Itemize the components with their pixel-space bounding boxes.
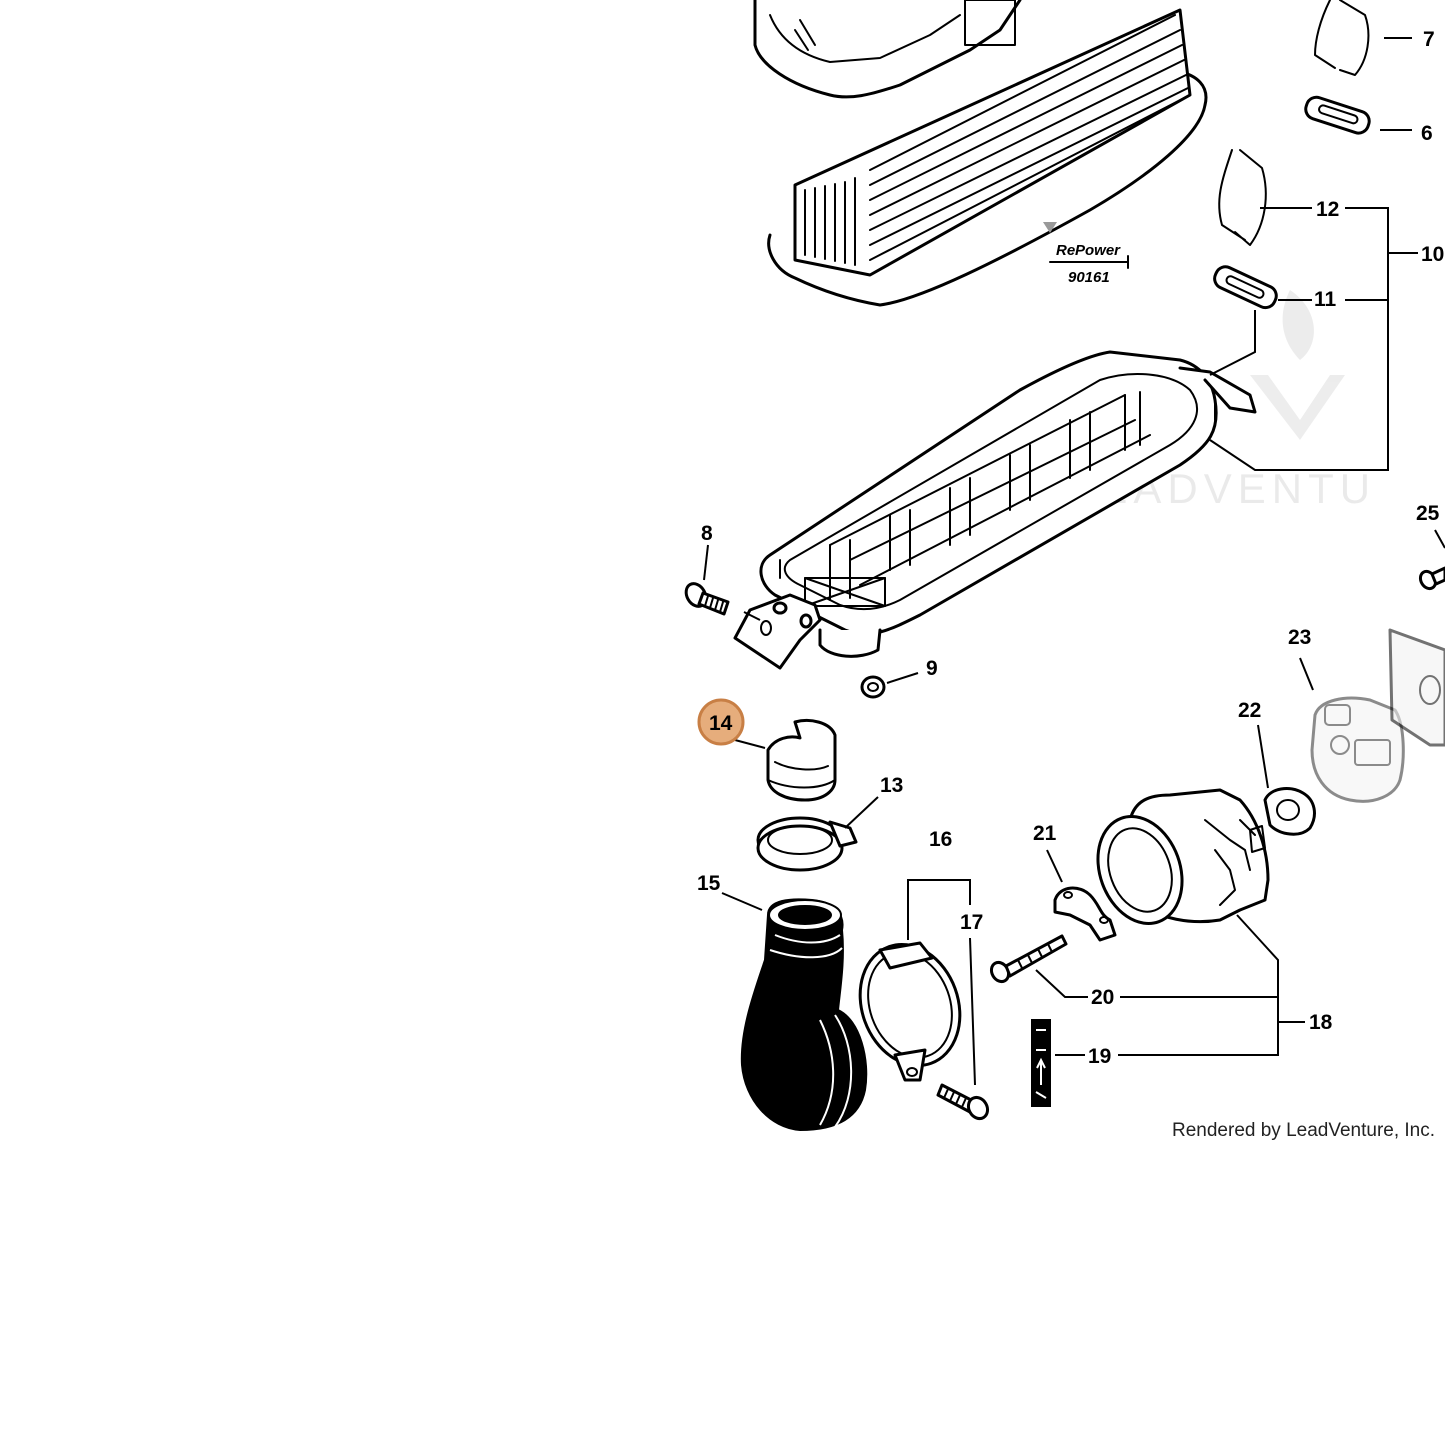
- callout-7[interactable]: 7: [1423, 28, 1435, 51]
- part-17-screw: [936, 1083, 990, 1121]
- callout-16[interactable]: 16: [929, 828, 952, 851]
- leadventure-watermark-logo: [1250, 290, 1345, 440]
- part-22-gasket: [1263, 787, 1316, 836]
- filter-brand-prefix: Re: [1056, 242, 1075, 259]
- part-24-plate: [1388, 628, 1445, 747]
- filter-part-number: 90161: [1068, 269, 1110, 286]
- callout-15[interactable]: 15: [697, 872, 721, 895]
- callout-labels: 7 6 12 10 11 25 8 23 9 22 14 13 21 16 15…: [697, 28, 1444, 1068]
- part-11-grommet: [1213, 265, 1278, 310]
- filter-brand-name: Power: [1075, 242, 1121, 259]
- air-filter-element: Re Power 90161: [767, 8, 1208, 307]
- part-19-decal: [1031, 1019, 1051, 1107]
- air-filter-cover: [753, 0, 1022, 99]
- air-filter-base: [733, 350, 1257, 670]
- callout-6[interactable]: 6: [1421, 122, 1433, 145]
- callout-9[interactable]: 9: [926, 657, 938, 680]
- callout-17[interactable]: 17: [960, 911, 983, 934]
- part-6-grommet: [1304, 95, 1371, 135]
- callout-21[interactable]: 21: [1033, 822, 1057, 845]
- callout-13[interactable]: 13: [880, 774, 903, 797]
- part-14-ring: [766, 719, 837, 802]
- part-15-intake-boot: [740, 898, 868, 1132]
- callout-14[interactable]: 14: [709, 712, 733, 735]
- leader-lines: [703, 37, 1445, 1086]
- part-20-screw: [989, 934, 1068, 984]
- highlight-callout-14: [697, 698, 745, 746]
- callout-19[interactable]: 19: [1088, 1045, 1111, 1068]
- callout-22[interactable]: 22: [1238, 699, 1261, 722]
- callout-23[interactable]: 23: [1288, 626, 1311, 649]
- callout-25[interactable]: 25: [1416, 502, 1440, 525]
- part-21-bracket: [1053, 886, 1117, 942]
- callout-10[interactable]: 10: [1421, 243, 1444, 266]
- callout-11[interactable]: 11: [1314, 288, 1337, 311]
- filter-pleats: [804, 14, 1191, 266]
- callout-18[interactable]: 18: [1309, 1011, 1333, 1034]
- part-18-intake-manifold: [1096, 788, 1270, 925]
- part-9-nut: [860, 675, 886, 699]
- part-13-hose-clamp: [756, 816, 858, 872]
- part-8-screw: [684, 582, 730, 616]
- callout-20[interactable]: 20: [1091, 986, 1114, 1009]
- part-23-carburetor: [1310, 696, 1405, 803]
- part-25-screw: [1418, 566, 1445, 591]
- callout-12[interactable]: 12: [1316, 198, 1339, 221]
- part-7-spring-clip: [1314, 0, 1370, 76]
- part-12-spring-clip: [1218, 149, 1267, 246]
- part-16-clamp: [858, 941, 962, 1082]
- filter-arrow-icon: [1043, 222, 1057, 233]
- callout-8[interactable]: 8: [701, 522, 713, 545]
- render-credit: Rendered by LeadVenture, Inc.: [1172, 1120, 1435, 1141]
